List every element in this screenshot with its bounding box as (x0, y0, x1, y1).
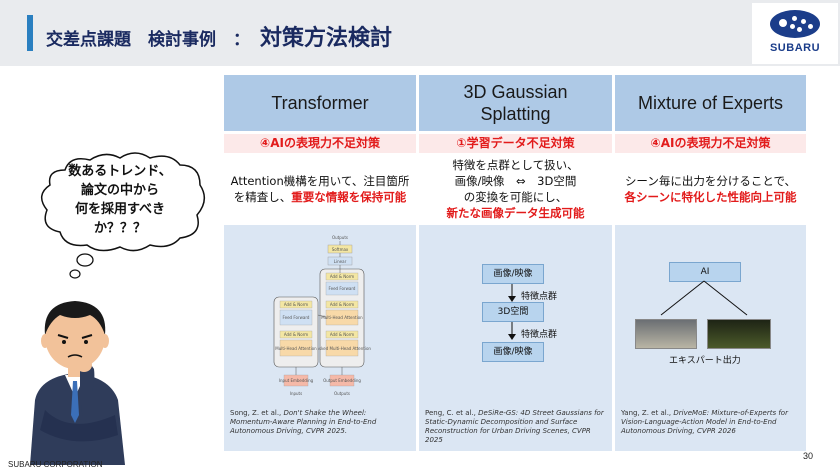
expert-output-image-night (707, 319, 771, 349)
slide-header: 交差点課題 検討事例 ： 対策方法検討 SUBARU (0, 0, 840, 66)
description-line: 特徴を点群として扱い、 (452, 157, 579, 172)
column-header-label: 3D Gaussian (463, 82, 568, 102)
transformer-diagram-cell: Outputs Softmax Linear Add & Norm Feed F… (224, 225, 416, 406)
column-header-label: Mixture of Experts (637, 93, 784, 113)
flow-box-image: 画像/映像 (482, 342, 544, 362)
description-highlight: 各シーンに特化した性能向上可能 (624, 189, 797, 204)
pleiades-star-icon (770, 10, 820, 38)
flow-box-3d: 3D空間 (482, 302, 544, 322)
expert-branch-arrows (660, 280, 748, 316)
thought-line: 何を採用すべき (74, 202, 166, 217)
description-line: 画像/映像 ⇔ 3D空間 (454, 173, 577, 188)
column-header-label: Splatting (480, 104, 551, 124)
flow-label: 特徴点群 (521, 330, 558, 340)
reference-title: DeSiRe-GS: 4D Street Gaussians for Stati… (425, 409, 604, 444)
flow-arrows (508, 284, 516, 340)
flow-label: 特徴点群 (521, 292, 558, 302)
page-number: 30 (803, 451, 814, 461)
diagram-text: Feed Forward (283, 315, 310, 320)
diagram-text: Multi-Head Attention (275, 346, 317, 351)
diagram-text: Add & Norm (330, 274, 354, 279)
flow-box-image: 画像/映像 (482, 264, 544, 284)
tag-cell: ④AIの表現力不足対策 (615, 134, 806, 153)
diagram-text: Outputs (332, 235, 348, 240)
thought-line: 数あるトレンド、 (68, 164, 172, 179)
description-line: Attention機構を用いて、注目箇所 (230, 173, 410, 188)
diagram-text: Multi-Head Attention (321, 315, 363, 320)
moe-diagram-cell: AI エキスパート出力 (615, 225, 806, 406)
column-header-moe: Mixture of Experts (615, 75, 806, 131)
cloud-shape (41, 152, 206, 279)
description-line: シーン毎に出力を分けることで、 (624, 173, 797, 188)
tag-cell: ①学習データ不足対策 (419, 134, 612, 153)
logo-wordmark: SUBARU (769, 42, 821, 54)
reference-title: DriveMoE: Mixture-of-Experts for Vision-… (621, 409, 788, 435)
thought-text: 数あるトレンド、 論文の中から 何を採用すべき か？？？ (55, 162, 185, 238)
reference-authors: Yang, Z. et al., (621, 409, 674, 417)
description-cell: シーン毎に出力を分けることで、 各シーンに特化した性能向上可能 (615, 155, 806, 222)
diagram-text: Inputs (290, 391, 302, 396)
footer-company: SUBARU CORPORATION (8, 460, 103, 469)
description-highlight: 新たな画像データ生成可能 (446, 205, 585, 220)
diagram-text: Output Embedding (323, 378, 361, 383)
diagram-text: Outputs (334, 391, 350, 396)
transformer-architecture-diagram: Outputs Softmax Linear Add & Norm Feed F… (273, 235, 371, 396)
description-line: の変換を可能にし、 (463, 189, 568, 204)
reference-authors: Song, Z. et al., (230, 409, 284, 417)
gaussian-flow-cell: 画像/映像 特徴点群 3D空間 特徴点群 画像/映像 (419, 225, 612, 406)
header-accent-bar (27, 15, 33, 51)
diagram-text: Add & Norm (330, 302, 354, 307)
reference-cell: Song, Z. et al., Don't Shake the Wheel: … (224, 406, 416, 451)
diagram-text: Softmax (332, 247, 349, 252)
column-header-transformer: Transformer (224, 75, 416, 131)
title-prefix: 交差点課題 検討事例 ： (46, 30, 250, 50)
description-cell: 特徴を点群として扱い、 画像/映像 ⇔ 3D空間 の変換を可能にし、 新たな画像… (419, 155, 612, 222)
diagram-text: Input Embedding (279, 378, 314, 383)
reference-cell: Yang, Z. et al., DriveMoE: Mixture-of-Ex… (615, 406, 806, 451)
reference-title: Don't Shake the Wheel: Momentum-Aware Pl… (230, 409, 377, 435)
reference-authors: Peng, C. et al., (425, 409, 479, 417)
thinking-person-illustration (20, 285, 140, 465)
expert-output-image-day (635, 319, 697, 349)
diagram-text: Feed Forward (329, 286, 356, 291)
thought-line: 論文の中から (80, 183, 159, 198)
thought-bubble: 数あるトレンド、 論文の中から 何を採用すべき か？？？ (35, 150, 206, 279)
column-header-3dgs: 3D Gaussian Splatting (419, 75, 612, 131)
diagram-text: Add & Norm (284, 302, 308, 307)
thought-line: か？？？ (93, 221, 146, 236)
description-highlight: 重要な情報を保持可能 (291, 189, 407, 204)
expert-caption: エキスパート出力 (669, 356, 741, 366)
description-line: を精査し、 (233, 189, 292, 204)
column-header-label: Transformer (271, 93, 369, 113)
reference-cell: Peng, C. et al., DeSiRe-GS: 4D Street Ga… (419, 406, 612, 451)
diagram-text: Add & Norm (330, 332, 354, 337)
title-main: 対策方法検討 (260, 26, 393, 51)
subaru-logo: SUBARU (752, 3, 838, 64)
page-title: 交差点課題 検討事例 ： 対策方法検討 (46, 20, 392, 52)
diagram-text: Masked Multi-Head Attention (313, 346, 371, 351)
diagram-text: Add & Norm (284, 332, 308, 337)
tag-cell: ④AIの表現力不足対策 (224, 134, 416, 153)
diagram-text: Linear (334, 259, 347, 264)
description-cell: Attention機構を用いて、注目箇所 を精査し、重要な情報を保持可能 (224, 155, 416, 222)
